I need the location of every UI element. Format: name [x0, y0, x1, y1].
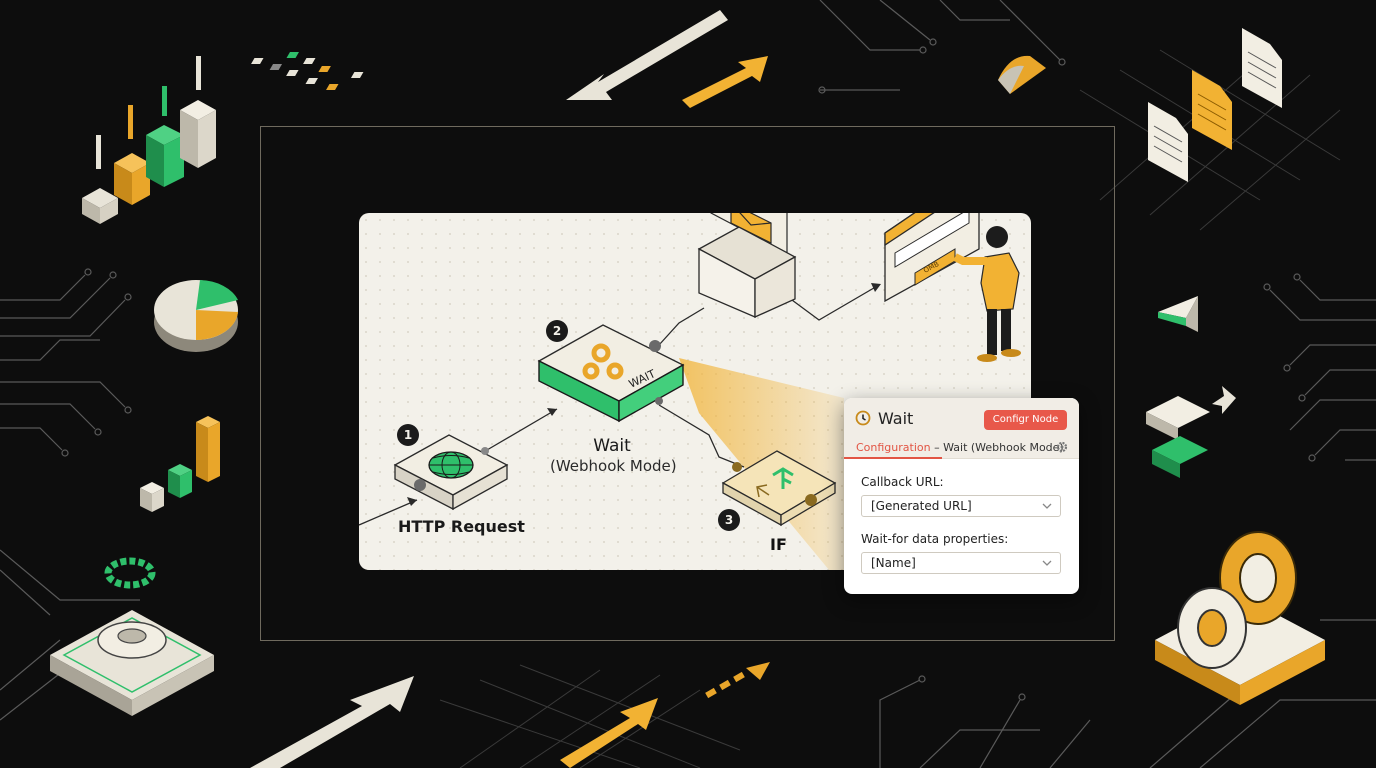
panel-title: Wait [878, 409, 914, 428]
wait-label: Wait [593, 436, 631, 456]
connector-wait-email [658, 307, 705, 346]
config-tab-suffix: – Wait (Webhook Mode) [930, 441, 1064, 454]
step-badge-3: 3 [718, 509, 740, 531]
panel-header: Wait Configr Node Configuration – Wait (… [844, 398, 1079, 459]
wait-for-data-select[interactable]: [Name] [861, 552, 1061, 574]
step-badge-1: 1 [397, 424, 419, 446]
pie-chart-illustration [154, 280, 238, 352]
circuit-traces-right [1149, 273, 1376, 768]
arrow-decorations [250, 10, 770, 768]
if-label: IF [770, 535, 787, 554]
shape-illustration [998, 55, 1046, 94]
wait-node[interactable] [537, 324, 685, 423]
workflow-diagram: WAIT OMB [359, 213, 1021, 570]
bar-chart-illustration [82, 56, 216, 224]
circuit-traces-left [0, 268, 150, 721]
if-node[interactable] [721, 450, 837, 527]
callback-url-value: [Generated URL] [871, 499, 972, 513]
grid-bottom [439, 664, 741, 768]
person-illustration [953, 226, 1021, 362]
grid-top-right [1079, 49, 1341, 231]
if-branch-icon [756, 467, 794, 498]
step-badge-2: 2 [546, 320, 568, 342]
node-config-panel: Wait Configr Node Configuration – Wait (… [844, 398, 1079, 594]
circuit-traces-bottom [879, 675, 1091, 768]
connector-wait-if [658, 404, 745, 468]
wait-for-data-label: Wait-for data properties: [861, 532, 1009, 546]
chevron-down-icon [1042, 503, 1052, 509]
small-shapes-right [1146, 296, 1236, 478]
web-form-window: OMB [884, 213, 980, 303]
configure-node-button[interactable]: Configr Node [984, 410, 1067, 430]
callback-url-label: Callback URL: [861, 475, 944, 489]
document-icons [1148, 28, 1282, 182]
gear-platform-left [50, 557, 214, 716]
connector-http-wait [486, 408, 558, 451]
clock-icon [855, 410, 871, 426]
config-tab-row: Configuration – Wait (Webhook Mode) [856, 441, 1064, 454]
connector-in [359, 499, 418, 526]
gear-icon[interactable] [1056, 441, 1068, 453]
wait-for-data-value: [Name] [871, 556, 916, 570]
pixel-squares-illustration [251, 52, 364, 90]
small-bars-illustration [140, 416, 220, 512]
callback-url-select[interactable]: [Generated URL] [861, 495, 1061, 517]
active-tab-underline [844, 457, 942, 459]
tab-configuration[interactable]: Configuration [856, 441, 931, 454]
webhook-icon [582, 343, 624, 380]
chevron-down-icon [1042, 560, 1052, 566]
email-envelope-icon [697, 213, 797, 319]
circuit-traces-top [818, 0, 1066, 94]
http-request-label: HTTP Request [398, 517, 525, 536]
globe-icon [428, 451, 474, 479]
gear-platform-right [1155, 531, 1325, 705]
outer-frame [260, 126, 1115, 641]
wait-mode-label: (Webhook Mode) [550, 457, 677, 475]
